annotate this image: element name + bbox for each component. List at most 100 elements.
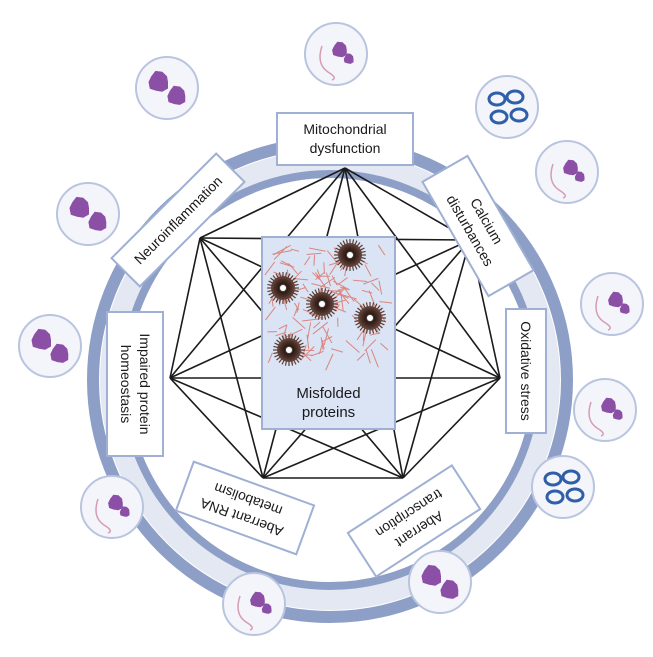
fibril bbox=[294, 270, 302, 279]
neuron-axon bbox=[588, 401, 604, 437]
mechanism-calcium-disturbances: Calcium disturbances bbox=[421, 154, 535, 298]
fibril bbox=[313, 321, 321, 329]
fibril bbox=[288, 263, 298, 275]
network-edge bbox=[169, 167, 346, 379]
fibril bbox=[323, 328, 330, 346]
blob-shape bbox=[608, 291, 623, 308]
network-edge bbox=[402, 239, 471, 479]
blob-shape bbox=[88, 211, 107, 231]
fibril bbox=[330, 290, 349, 299]
fibril bbox=[363, 277, 379, 285]
outer-icons bbox=[18, 22, 644, 636]
mechanism-label-line1: Neuroinflammation bbox=[131, 173, 225, 267]
blob-shape bbox=[332, 41, 347, 58]
fibril bbox=[325, 272, 332, 287]
center-label-line1: Misfolded bbox=[296, 385, 360, 402]
chromatin-coil bbox=[545, 489, 565, 505]
mechanism-aberrant-transcription: Aberrant transcription bbox=[346, 464, 482, 578]
fibril bbox=[290, 248, 299, 252]
fibril bbox=[380, 342, 389, 351]
network-edge bbox=[169, 237, 201, 379]
blob-shape bbox=[250, 591, 265, 608]
chromatin-coil bbox=[561, 469, 581, 485]
neuron-icon bbox=[304, 22, 368, 86]
mechanism-label-line1: Oxidative stress bbox=[518, 321, 534, 421]
protein-clump-icon bbox=[135, 56, 199, 120]
fibril bbox=[323, 262, 325, 274]
neuron-icon bbox=[580, 272, 644, 336]
fibril bbox=[370, 349, 379, 368]
fibril bbox=[342, 285, 355, 302]
blob-shape bbox=[69, 196, 89, 218]
mechanism-labels: Mitochondrial dysfunction Calcium distur… bbox=[106, 112, 547, 578]
fibril bbox=[325, 353, 334, 371]
blob-shape bbox=[563, 159, 578, 176]
fibril bbox=[300, 346, 315, 361]
fibril bbox=[267, 352, 273, 363]
icon-badge bbox=[531, 455, 595, 519]
mechanism-label-line1: Impaired protein bbox=[137, 333, 153, 434]
blob-shape bbox=[119, 506, 130, 517]
mechanism-impaired-protein-homeostasis: Impaired protein homeostasis bbox=[106, 311, 164, 457]
chromatin-coil bbox=[487, 91, 507, 107]
aggregate-core-center bbox=[319, 301, 325, 307]
fibril bbox=[279, 262, 295, 268]
fibril bbox=[377, 244, 386, 256]
fibril bbox=[340, 292, 344, 311]
blob-shape bbox=[343, 53, 354, 64]
mechanism-mitochondrial-dysfunction: Mitochondrial dysfunction bbox=[276, 112, 414, 166]
fibril bbox=[326, 250, 337, 262]
fibril bbox=[337, 289, 350, 305]
fibril bbox=[306, 252, 322, 256]
blob-shape bbox=[421, 564, 441, 586]
fibril bbox=[312, 272, 320, 280]
fibril bbox=[308, 247, 326, 252]
icon-badge bbox=[475, 75, 539, 139]
chromatin-coil bbox=[543, 471, 563, 487]
fibril bbox=[379, 301, 393, 304]
dna-chromatin-icon bbox=[531, 455, 595, 519]
fibril bbox=[264, 261, 276, 276]
network-edge bbox=[344, 167, 501, 379]
blob-shape bbox=[167, 85, 186, 105]
aggregate-core-center bbox=[280, 285, 286, 291]
neuron-icon bbox=[222, 572, 286, 636]
fibril bbox=[362, 327, 368, 347]
neuron-axon bbox=[319, 45, 335, 81]
fibril bbox=[345, 340, 360, 353]
fibril bbox=[273, 246, 288, 260]
blob-shape bbox=[31, 328, 51, 350]
blob-shape bbox=[108, 494, 123, 511]
fibril bbox=[334, 306, 347, 313]
fibril bbox=[368, 290, 376, 308]
mechanism-oxidative-stress: Oxidative stress bbox=[505, 308, 547, 434]
fibril bbox=[334, 288, 344, 294]
fibril bbox=[265, 306, 276, 321]
neuron-axon bbox=[595, 295, 611, 331]
fibril bbox=[371, 282, 380, 291]
fibril bbox=[296, 302, 300, 313]
mechanism-label-line1: Mitochondrial bbox=[303, 121, 386, 137]
fibril bbox=[272, 244, 291, 256]
blob-shape bbox=[619, 303, 630, 314]
fibril bbox=[313, 254, 316, 266]
neuron-axon bbox=[95, 498, 111, 534]
blob-shape bbox=[261, 603, 272, 614]
fibril bbox=[364, 339, 377, 352]
fibril bbox=[320, 277, 336, 288]
neuron-axon bbox=[237, 595, 253, 631]
protein-aggregate-icon bbox=[264, 239, 393, 371]
blob-shape bbox=[440, 579, 459, 599]
neuron-icon bbox=[535, 140, 599, 204]
fibril bbox=[312, 321, 329, 335]
chromatin-coil bbox=[565, 487, 585, 503]
aggregate-core-center bbox=[347, 252, 353, 258]
fibril bbox=[301, 344, 307, 358]
neuron-icon bbox=[80, 475, 144, 539]
fibril bbox=[331, 275, 338, 286]
center-label-line2: proteins bbox=[302, 404, 355, 421]
fibril bbox=[378, 280, 383, 295]
fibril bbox=[292, 316, 306, 329]
blob-shape bbox=[612, 409, 623, 420]
